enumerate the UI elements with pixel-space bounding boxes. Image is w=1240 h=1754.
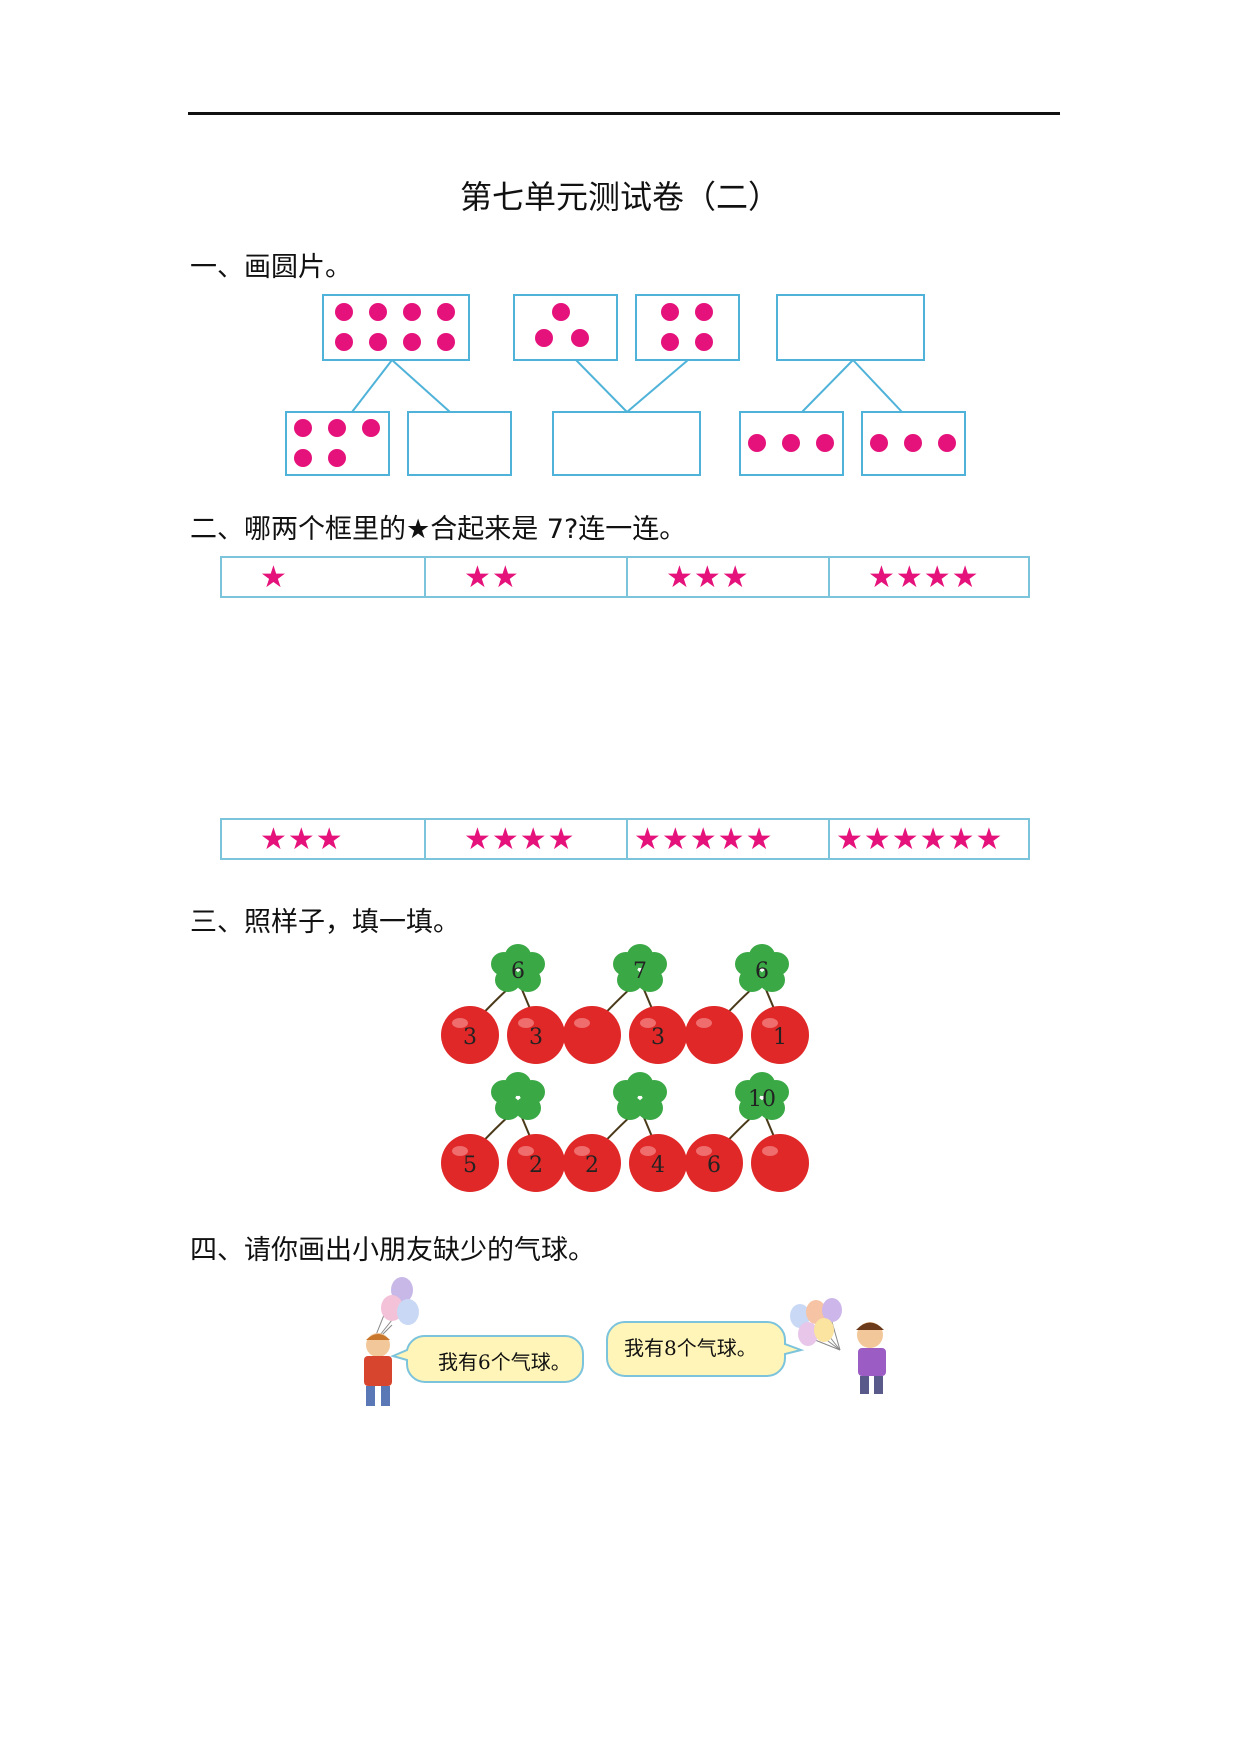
cherry-highlight — [518, 1018, 534, 1028]
leaf-icon — [491, 1072, 545, 1120]
balloon-icon — [814, 1318, 834, 1342]
header-rule — [188, 112, 1060, 115]
q2-top-cell-4[interactable]: ★★★★ — [828, 558, 1028, 596]
q2-bottom-cell-4[interactable]: ★★★★★★ — [828, 820, 1028, 858]
q1-dots-3 — [535, 303, 589, 347]
q2-bottom-cell-1[interactable]: ★★★ — [222, 820, 424, 858]
cherry-left-number[interactable]: 6 — [707, 1153, 721, 1178]
cherry-group: 10 6 — [685, 1072, 809, 1192]
cherry-top-number[interactable]: 10 — [748, 1087, 776, 1112]
page-title: 第七单元测试卷（二） — [459, 178, 780, 216]
q2-top-row: ★ ★★ ★★★ ★★★★ — [220, 556, 1030, 598]
cherry-right-number[interactable]: 1 — [773, 1025, 787, 1050]
cherry-right-number[interactable]: 3 — [651, 1025, 665, 1050]
q1-dots-5 — [294, 419, 380, 467]
balloon-icon — [806, 1300, 826, 1324]
q1-dots-3b — [870, 434, 956, 452]
q1-answer-box-1[interactable] — [407, 411, 512, 476]
star-icon-group: ★★★ — [260, 821, 344, 857]
q2-top-cell-1[interactable]: ★ — [222, 558, 424, 596]
star-icon-group: ★ — [260, 559, 288, 595]
q2-bottom-row: ★★★ ★★★★ ★★★★★ ★★★★★★ — [220, 818, 1030, 860]
leaf-icon — [491, 944, 545, 992]
leaf-icon — [735, 1072, 789, 1120]
section-2-title: 二、哪两个框里的★合起来是 7?连一连。 — [190, 514, 687, 545]
cherry-top-number[interactable]: 6 — [755, 959, 769, 984]
balloon-icon — [790, 1304, 810, 1328]
cherry-highlight — [574, 1018, 590, 1028]
cherry-highlight — [762, 1146, 778, 1156]
left-child-figure — [364, 1277, 419, 1406]
star-icon-group: ★★★★★ — [634, 821, 774, 857]
balloon-icon — [822, 1298, 842, 1322]
cherry-left-number[interactable]: 2 — [585, 1153, 599, 1178]
cherry-highlight — [452, 1146, 468, 1156]
cherry-highlight — [518, 1146, 534, 1156]
q1-answer-box-3[interactable] — [776, 294, 925, 361]
cherry-highlight — [640, 1146, 656, 1156]
cherry-right-number[interactable]: 4 — [651, 1153, 665, 1178]
cherry-highlight — [762, 1018, 778, 1028]
cherry-right-number[interactable]: 2 — [529, 1153, 543, 1178]
balloon-icon — [798, 1322, 818, 1346]
cherry-highlight — [696, 1146, 712, 1156]
right-bubble-text: 我有8个气球。 — [624, 1336, 757, 1360]
q1-group-1 — [285, 294, 512, 476]
q1-dots-4 — [661, 303, 713, 351]
leaf-icon — [735, 944, 789, 992]
q1-answer-box-2[interactable] — [552, 411, 701, 476]
section-3-title: 三、照样子，填一填。 — [190, 907, 460, 938]
cherry-group: 61 — [685, 944, 809, 1064]
right-child-figure — [790, 1298, 886, 1394]
cherry-top-number[interactable]: 7 — [633, 959, 647, 984]
balloon-icon — [397, 1299, 419, 1325]
cherry-group: 6 3 3 — [441, 944, 565, 1064]
cherry-left-number[interactable]: 3 — [463, 1025, 477, 1050]
star-icon-group: ★★★★ — [868, 559, 980, 595]
leaf-icon — [613, 944, 667, 992]
section-1-title: 一、画圆片。 — [190, 252, 352, 283]
section-4-title: 四、请你画出小朋友缺少的气球。 — [190, 1235, 595, 1266]
star-icon-group: ★★★★★★ — [836, 821, 1004, 857]
cherry-highlight — [452, 1018, 468, 1028]
cherry-group: 73 — [563, 944, 687, 1064]
left-bubble-text: 我有6个气球。 — [438, 1350, 571, 1374]
left-speech-bubble — [390, 1334, 584, 1383]
q1-top-right-box-2 — [635, 294, 740, 361]
q2-bottom-cell-2[interactable]: ★★★★ — [424, 820, 626, 858]
star-icon-group: ★★★ — [666, 559, 750, 595]
q1-group-2 — [513, 294, 740, 476]
star-icon-group: ★★★★ — [464, 821, 576, 857]
cherry-highlight — [696, 1018, 712, 1028]
cherry-right-number[interactable]: 3 — [529, 1025, 543, 1050]
q2-top-cell-2[interactable]: ★★ — [424, 558, 626, 596]
leaf-icon — [613, 1072, 667, 1120]
cherry-highlight — [574, 1146, 590, 1156]
q1-group-3 — [739, 294, 966, 476]
q1-dots-3a — [748, 434, 834, 452]
right-speech-bubble — [606, 1321, 805, 1377]
q1-dots-8 — [335, 303, 455, 351]
q2-bottom-cell-3[interactable]: ★★★★★ — [626, 820, 828, 858]
q2-top-cell-3[interactable]: ★★★ — [626, 558, 828, 596]
cherry-highlight — [640, 1018, 656, 1028]
cherry-left-number[interactable]: 5 — [463, 1153, 477, 1178]
cherry-top-number[interactable]: 6 — [511, 959, 525, 984]
star-icon-group: ★★ — [464, 559, 520, 595]
